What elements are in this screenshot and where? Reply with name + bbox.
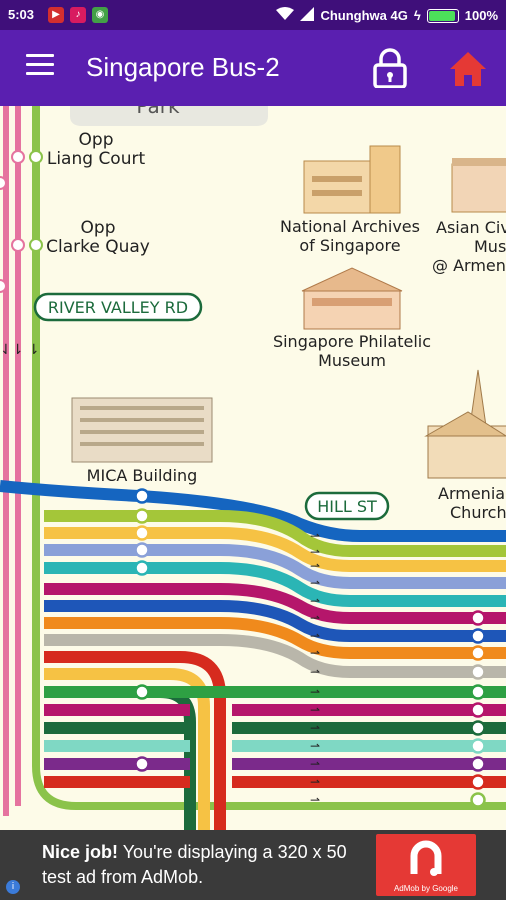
svg-text:⇀: ⇀ bbox=[310, 529, 320, 543]
bus-stop-marker bbox=[470, 664, 486, 680]
svg-text:⇀: ⇀ bbox=[310, 757, 320, 771]
page-title: Singapore Bus-2 bbox=[86, 52, 280, 82]
status-bar: 5:03 ▶ ♪ ◉ Chunghwa 4G ϟ 100% bbox=[0, 0, 506, 30]
park-label: Park bbox=[136, 106, 180, 118]
bus-stop-marker bbox=[470, 756, 486, 772]
bus-stop-marker bbox=[134, 684, 150, 700]
admob-icon bbox=[410, 840, 442, 876]
lock-icon[interactable] bbox=[372, 48, 408, 89]
mica-building-icon bbox=[71, 397, 213, 463]
national-archives-label-2: of Singapore bbox=[299, 236, 400, 255]
armenian-church-label-2: Church bbox=[450, 503, 506, 522]
bus-route-lines bbox=[0, 480, 506, 830]
info-icon[interactable]: i bbox=[6, 880, 20, 894]
mica-building-label: MICA Building bbox=[87, 466, 198, 485]
lime-route-line bbox=[32, 106, 506, 810]
liang-court-label-2: Liang Court bbox=[47, 149, 146, 169]
bus-stop-marker bbox=[470, 774, 486, 790]
bus-stop-marker bbox=[134, 508, 150, 524]
bus-stop-marker bbox=[134, 542, 150, 558]
battery-icon bbox=[426, 8, 459, 23]
park-label-box bbox=[70, 106, 268, 126]
philatelic-museum-building-icon bbox=[301, 267, 403, 330]
philatelic-label-1: Singapore Philatelic bbox=[273, 332, 431, 351]
svg-text:⇀: ⇀ bbox=[310, 559, 320, 573]
home-icon[interactable] bbox=[448, 50, 488, 88]
status-right-group: Chunghwa 4G ϟ 100% bbox=[276, 7, 498, 24]
status-time: 5:03 bbox=[8, 7, 35, 22]
app-bar: Singapore Bus-2 bbox=[0, 30, 506, 106]
bus-stop-marker bbox=[134, 756, 150, 772]
asian-civ-label-1: Asian Civi bbox=[436, 218, 506, 237]
ad-line1: You're displaying a 320 x 50 bbox=[118, 842, 347, 862]
river-valley-rd-label: RIVER VALLEY RD bbox=[48, 298, 188, 317]
clarke-quay-label-1: Opp bbox=[81, 218, 116, 238]
ad-headline: Nice job! bbox=[42, 842, 119, 862]
bus-stop-marker bbox=[0, 279, 7, 293]
admob-logo[interactable]: AdMob by Google bbox=[376, 834, 476, 896]
bus-stop-marker bbox=[29, 238, 43, 252]
bus-stop-marker bbox=[11, 238, 25, 252]
bus-stop-marker bbox=[470, 738, 486, 754]
asian-civ-label-3: @ Armen bbox=[432, 256, 506, 275]
admob-brand-label: AdMob by Google bbox=[393, 884, 459, 893]
route-map-canvas[interactable]: Park ⇃⇂ ⇂ Opp Liang Court Opp Clarke Qua… bbox=[0, 106, 506, 830]
bus-stop-marker bbox=[470, 702, 486, 718]
svg-text:⇀: ⇀ bbox=[310, 594, 320, 608]
svg-text:⇀: ⇀ bbox=[310, 793, 320, 807]
bus-stop-marker bbox=[134, 488, 150, 504]
bus-stop-marker bbox=[470, 684, 486, 700]
svg-text:⇀: ⇀ bbox=[310, 629, 320, 643]
ad-line2: test ad from AdMob. bbox=[42, 867, 204, 887]
bus-route-map[interactable]: Park ⇃⇂ ⇂ Opp Liang Court Opp Clarke Qua… bbox=[0, 106, 506, 830]
signal-icon bbox=[300, 7, 315, 24]
svg-text:⇀: ⇀ bbox=[310, 739, 320, 753]
asian-civilisations-museum-icon bbox=[451, 158, 506, 213]
ad-text[interactable]: Nice job! You're displaying a 320 x 50 t… bbox=[42, 840, 372, 890]
bus-stop-marker bbox=[470, 720, 486, 736]
carrier-label: Chunghwa 4G bbox=[320, 8, 408, 23]
bus-stop-marker bbox=[134, 525, 150, 541]
tiktok-notification-icon: ♪ bbox=[70, 7, 86, 23]
svg-text:⇀: ⇀ bbox=[310, 646, 320, 660]
battery-percent: 100% bbox=[464, 8, 498, 23]
philatelic-label-2: Museum bbox=[318, 351, 386, 370]
bus-stop-marker bbox=[134, 560, 150, 576]
wifi-icon bbox=[276, 7, 295, 24]
svg-text:⇀: ⇀ bbox=[310, 703, 320, 717]
direction-arrows: ⇃⇂ ⇂ bbox=[0, 342, 40, 358]
charging-icon: ϟ bbox=[413, 8, 421, 23]
direction-arrows: ⇀⇀⇀ ⇀⇀⇀ ⇀⇀⇀ ⇀⇀⇀ ⇀⇀⇀ ⇀ bbox=[310, 529, 320, 807]
svg-text:⇀: ⇀ bbox=[310, 775, 320, 789]
svg-text:⇀: ⇀ bbox=[310, 545, 320, 559]
svg-text:⇀: ⇀ bbox=[310, 721, 320, 735]
clarke-quay-label-2: Clarke Quay bbox=[46, 237, 150, 257]
svg-text:⇀: ⇀ bbox=[310, 576, 320, 590]
route-stop-markers bbox=[134, 488, 486, 808]
ad-banner[interactable]: Nice job! You're displaying a 320 x 50 t… bbox=[0, 830, 506, 900]
bus-stop-marker bbox=[470, 628, 486, 644]
asian-civ-label-2: Muse bbox=[474, 237, 506, 256]
svg-text:⇀: ⇀ bbox=[310, 685, 320, 699]
liang-court-label-1: Opp bbox=[79, 130, 114, 150]
bus-stop-marker bbox=[470, 792, 486, 808]
national-archives-building-icon bbox=[303, 145, 401, 214]
armenian-church-label-1: Armenia bbox=[438, 484, 505, 503]
bus-stop-marker bbox=[470, 645, 486, 661]
bus-stop-marker bbox=[29, 150, 43, 164]
bus-stop-marker bbox=[11, 150, 25, 164]
national-archives-label-1: National Archives bbox=[280, 217, 420, 236]
bus-stop-marker bbox=[0, 176, 7, 190]
youtube-notification-icon: ▶ bbox=[48, 7, 64, 23]
svg-text:⇀: ⇀ bbox=[310, 611, 320, 625]
hill-st-label: HILL ST bbox=[317, 497, 377, 516]
armenian-church-icon bbox=[424, 369, 506, 479]
bus-stop-marker bbox=[470, 610, 486, 626]
hamburger-menu-icon[interactable] bbox=[26, 54, 54, 76]
app-notification-icon: ◉ bbox=[92, 7, 108, 23]
svg-text:⇀: ⇀ bbox=[310, 665, 320, 679]
